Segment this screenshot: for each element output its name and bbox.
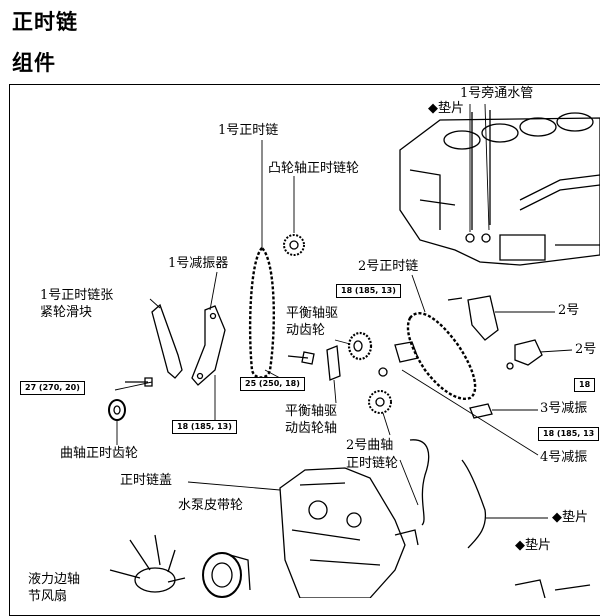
exploded-view-diagram: [108, 103, 600, 598]
torque-box: 27 (270, 20): [20, 381, 85, 395]
label-gasket-top: ◆垫片: [428, 101, 464, 116]
torque-box: 18: [574, 378, 596, 392]
engine-block-drawing: [399, 110, 600, 266]
label-timing-chain-2: 2号正时链: [358, 259, 419, 274]
label-crank-sprocket-2-line2: 正时链轮: [346, 456, 399, 471]
timing-chain-1-drawing: [248, 246, 275, 379]
timing-chain-cover-drawing: [279, 467, 419, 598]
torque-box: 25 (250, 18): [240, 377, 305, 391]
label-balance-gear-line1: 平衡轴驱: [286, 306, 339, 321]
label-gasket-right: ◆垫片: [552, 510, 588, 525]
label-water-pump-pulley: 水泵皮带轮: [178, 498, 244, 513]
label-right-2a: 2号: [558, 303, 580, 318]
page-subtitle: 组件: [12, 51, 56, 75]
label-balance-gear-shaft-line1: 平衡轴驱: [285, 404, 338, 419]
page-title: 正时链: [12, 10, 78, 34]
label-balance-gear-line2: 动齿轮: [286, 323, 326, 338]
torque-box: 18 (185, 13): [336, 284, 401, 298]
water-pump-pulley-drawing: [202, 552, 251, 598]
torque-box: 18 (185, 13): [172, 420, 237, 434]
balance-gear-shaft-drawing: [326, 345, 341, 381]
label-timing-chain-1: 1号正时链: [218, 123, 279, 138]
timing-chain-2-drawing: [406, 312, 477, 400]
label-fluid-coupling-line1: 液力边轴: [28, 572, 81, 587]
cam-sprocket-drawing: [283, 234, 305, 256]
label-damper-3: 3号减振: [540, 401, 588, 416]
label-timing-chain-cover: 正时链盖: [120, 473, 173, 488]
label-fluid-coupling-line2: 节风扇: [28, 589, 68, 604]
label-tensioner-slipper-line2: 紧轮滑块: [40, 305, 93, 320]
label-gasket-bottom: ◆垫片: [515, 538, 551, 553]
label-damper-4: 4号减振: [540, 450, 588, 465]
damper-1-drawing: [191, 305, 226, 386]
crank-sprocket-2-drawing: [368, 390, 392, 414]
label-cam-sprocket: 凸轮轴正时链轮: [268, 161, 360, 176]
gasket-right-drawing: [409, 439, 430, 526]
label-right-2b: 2号: [575, 342, 597, 357]
label-crankshaft-gear: 曲轴正时齿轮: [60, 446, 139, 461]
torque-box: 18 (185, 13: [538, 427, 600, 441]
tensioner-slipper-drawing: [151, 303, 183, 379]
label-balance-gear-shaft-line2: 动齿轮轴: [285, 421, 338, 436]
fan-drawing: [109, 534, 186, 593]
balance-gear-drawing: [347, 331, 373, 361]
label-bypass-pipe: 1号旁通水管: [460, 86, 534, 101]
crankshaft-gear-drawing: [108, 399, 126, 421]
label-tensioner-slipper-line1: 1号正时链张: [40, 288, 114, 303]
label-damper-1: 1号减振器: [168, 256, 229, 271]
label-crank-sprocket-2-line1: 2号曲轴: [346, 438, 394, 453]
